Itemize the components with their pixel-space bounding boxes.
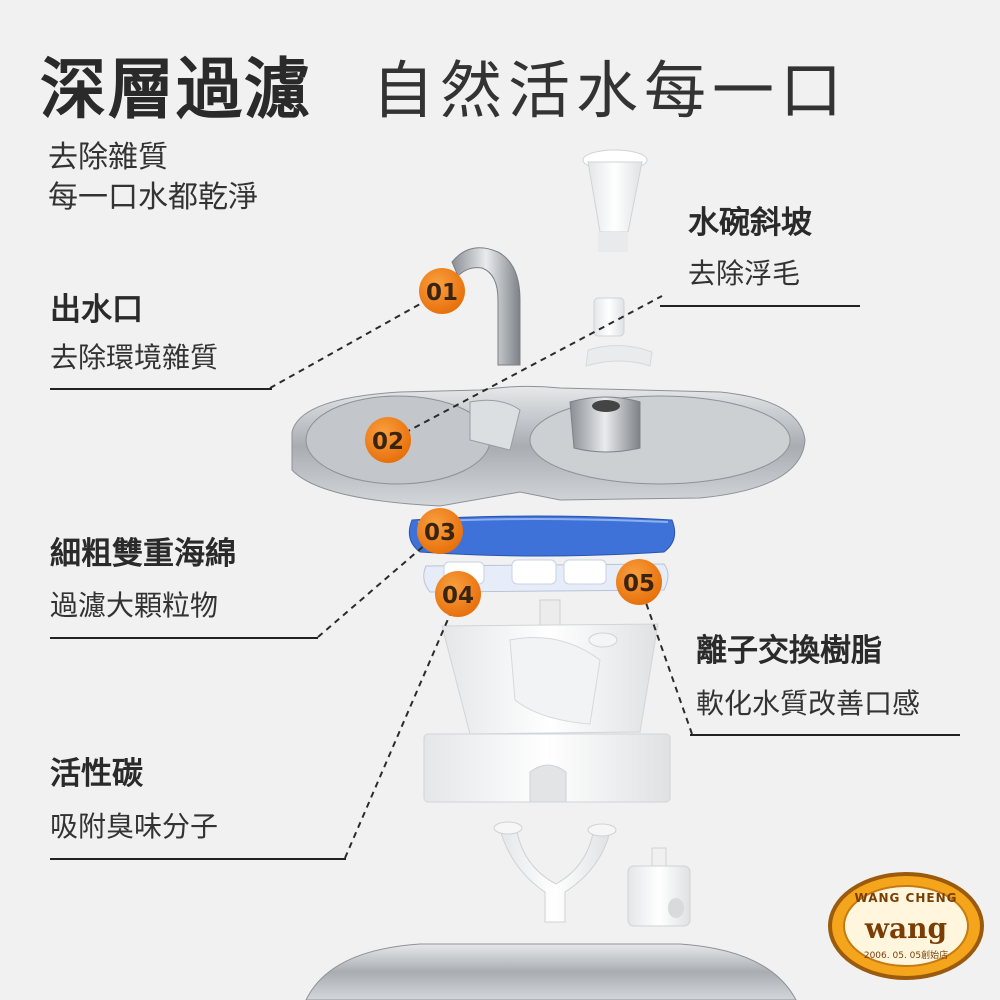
callout-02-desc: 去除浮毛 [688, 257, 801, 290]
steel-base [305, 943, 797, 1000]
marker-05: 05 [616, 559, 662, 605]
svg-text:01: 01 [426, 280, 458, 306]
callout-04-underline [50, 858, 346, 860]
svg-text:2006. 05. 05創始店: 2006. 05. 05創始店 [864, 949, 948, 961]
svg-text:04: 04 [442, 583, 474, 609]
intro-text: 去除雜質 每一口水都乾淨 [48, 138, 258, 218]
callout-03-underline [50, 637, 318, 639]
callout-05-underline [690, 734, 960, 736]
marker-02: 02 [365, 417, 411, 463]
callout-04-desc: 吸附臭味分子 [50, 810, 219, 843]
filter-tray [423, 559, 669, 593]
marker-03: 03 [417, 508, 463, 554]
callout-03-title: 細粗雙重海綿 [50, 536, 236, 572]
svg-text:05: 05 [623, 571, 655, 597]
y-pipe [493, 821, 617, 923]
pump-motor [627, 847, 691, 927]
callout-01-desc: 去除環境雜質 [50, 341, 219, 374]
callout-02-underline [660, 305, 860, 307]
svg-text:WANG CHENG: WANG CHENG [855, 891, 958, 905]
svg-text:02: 02 [372, 429, 404, 455]
callout-02-title: 水碗斜坡 [688, 205, 812, 241]
svg-text:03: 03 [424, 520, 456, 546]
intro-line-2: 每一口水都乾淨 [48, 180, 258, 215]
headline-light: 自然活水每一口 [372, 54, 849, 127]
marker-01: 01 [419, 268, 465, 314]
callout-01-underline [50, 388, 272, 390]
callout-03-desc: 過濾大顆粒物 [50, 589, 219, 622]
callout-04-title: 活性碳 [50, 756, 143, 792]
steel-bowl [291, 385, 806, 507]
marker-04: 04 [435, 571, 481, 617]
headline-bold: 深層過濾 [40, 51, 312, 128]
leader-lines [269, 293, 693, 859]
callout-05-title: 離子交換樹脂 [696, 633, 882, 669]
intro-line-1: 去除雜質 [48, 140, 168, 175]
small-connector [585, 297, 653, 367]
spout [451, 247, 521, 366]
wang-cheng-logo: WANG CHENG wang 2006. 05. 05創始店 [828, 872, 984, 980]
callout-01-title: 出水口 [50, 292, 143, 328]
top-cap [582, 149, 648, 252]
callout-05-desc: 軟化水質改善口感 [696, 687, 921, 720]
pump-housing [423, 599, 671, 803]
svg-text:wang: wang [864, 912, 947, 945]
